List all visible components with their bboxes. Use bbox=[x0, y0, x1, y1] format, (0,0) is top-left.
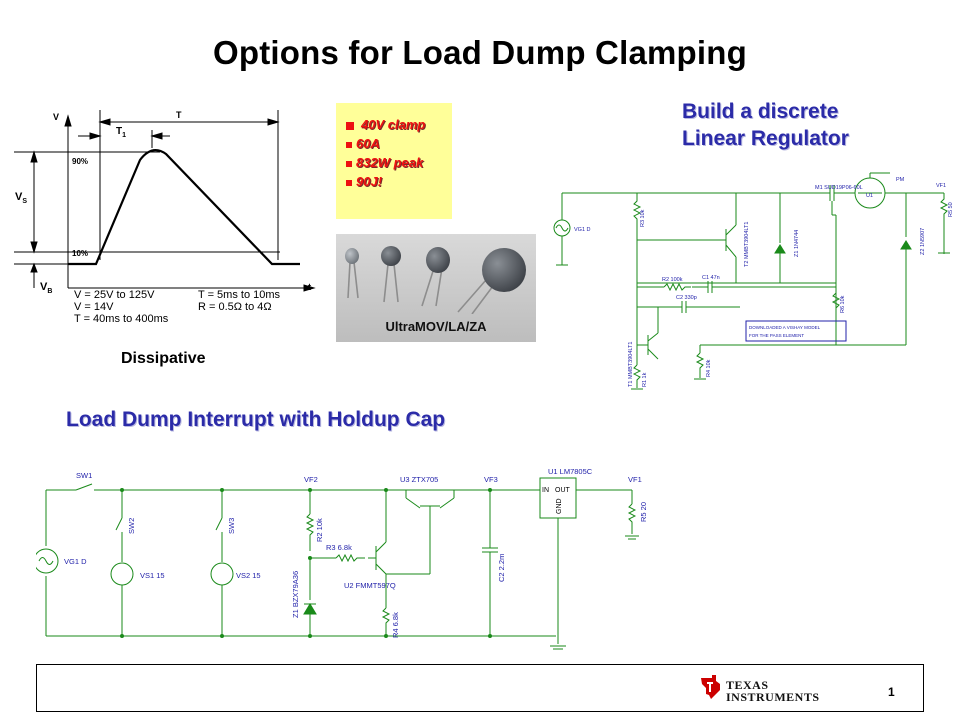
svg-text:VB: VB bbox=[40, 281, 52, 295]
load-dump-waveform: V t T T1 90% 10% VS VB V = 25V to 125V V… bbox=[14, 110, 316, 325]
waveform-90-label: 90% bbox=[72, 157, 88, 166]
reg-z2-label: Z2 1N5907 bbox=[920, 228, 926, 255]
discrete-regulator-schematic: VG1 D R3 10k T2 MMBT3904LT1 Z1 1N4744 M1… bbox=[553, 172, 954, 390]
svg-text:VS: VS bbox=[15, 191, 27, 205]
reg-r4-label: R4 10k bbox=[706, 359, 712, 377]
spec-T: T = 40ms to 400ms bbox=[74, 313, 169, 325]
footer-bar bbox=[36, 664, 924, 712]
mov-bullet: 40V clamp bbox=[346, 115, 452, 134]
int-c2-label: C2 2.2m bbox=[497, 554, 506, 582]
reg-r5-label: R5 50 bbox=[948, 202, 954, 217]
load-dump-interrupt-schematic: SW1 SW2 SW3 VG1 D VS1 15 VS2 15 VF2 R2 1… bbox=[36, 467, 648, 650]
int-vs1-label: VS1 15 bbox=[140, 571, 165, 580]
int-u1-out-label: OUT bbox=[555, 487, 571, 494]
ultramov-photo: UltraMOV/LA/ZA bbox=[336, 234, 536, 342]
spec-R: R = 0.5Ω to 4Ω bbox=[198, 301, 272, 313]
reg-note-line2: FOR THE PASS ELEMENT bbox=[749, 333, 804, 338]
waveform-10-label: 10% bbox=[72, 249, 88, 258]
dissipative-caption: Dissipative bbox=[121, 350, 206, 367]
mov-bullet: 90J! bbox=[346, 172, 452, 191]
int-u3-label: U3 ZTX705 bbox=[400, 475, 438, 484]
int-u1-label: U1 LM7805C bbox=[548, 467, 593, 476]
ti-logo-icon bbox=[701, 675, 720, 699]
spec-vs: V = 25V to 125V bbox=[74, 289, 155, 301]
spec-vb: V = 14V bbox=[74, 301, 114, 313]
reg-vg-label: VG1 D bbox=[574, 227, 591, 233]
mov-bullet: 832W peak bbox=[346, 153, 452, 172]
page-number: 1 bbox=[888, 685, 895, 699]
slide-title: Options for Load Dump Clamping bbox=[213, 34, 747, 71]
reg-note-line1: DOWNLOADED A VISHAY MODEL bbox=[749, 325, 821, 330]
varistor-illustration bbox=[345, 246, 526, 315]
waveform-T1-label: T bbox=[116, 126, 122, 137]
reg-r3-label: R3 10k bbox=[640, 209, 646, 227]
waveform-y-label: V bbox=[53, 112, 59, 122]
svg-text:T1: T1 bbox=[116, 126, 126, 139]
waveform-x-label: t bbox=[308, 282, 311, 292]
mov-bullet: 60A bbox=[346, 134, 452, 153]
int-u2-label: U2 FMMT597Q bbox=[344, 581, 396, 590]
reg-u1-label: U1 bbox=[866, 193, 873, 199]
int-r4-label: R4 6.8k bbox=[391, 612, 400, 638]
int-z1-label: Z1 BZX79A36 bbox=[291, 571, 300, 618]
int-sw3-label: SW3 bbox=[227, 518, 236, 534]
reg-vf1-label: VF1 bbox=[936, 183, 946, 189]
reg-t1-label: T1 MMBT3904LT1 bbox=[628, 342, 634, 387]
reg-c1-label: C1 47n bbox=[702, 275, 720, 281]
reg-m1-label: M1 SUD19P06-60L bbox=[815, 185, 863, 191]
int-u1-in-label: IN bbox=[542, 487, 549, 494]
int-vf3-label: VF3 bbox=[484, 475, 498, 484]
reg-r2-label: R2 100k bbox=[662, 277, 683, 283]
waveform-vb-label: V bbox=[40, 281, 48, 293]
regulator-heading: Build a discrete Linear Regulator bbox=[682, 100, 849, 150]
int-sw2-label: SW2 bbox=[127, 518, 136, 534]
waveform-T-label: T bbox=[176, 110, 182, 120]
reg-z1-label: Z1 1N4744 bbox=[794, 230, 800, 257]
int-sw1-label: SW1 bbox=[76, 471, 92, 480]
reg-t2-label: T2 MMBT3904LT1 bbox=[744, 222, 750, 267]
reg-pm-label: PM bbox=[896, 177, 905, 183]
reg-r6-label: R6 10k bbox=[840, 295, 846, 313]
int-r2-label: R2 10k bbox=[315, 518, 324, 542]
int-r5-label: R5 20 bbox=[639, 502, 648, 522]
interrupt-heading: Load Dump Interrupt with Holdup Cap bbox=[66, 408, 446, 431]
int-vf1-label: VF1 bbox=[628, 475, 642, 484]
reg-r1-label: R1 1k bbox=[642, 372, 648, 387]
reg-c2-label: C2 330p bbox=[676, 295, 697, 301]
int-r3-label: R3 6.8k bbox=[326, 543, 352, 552]
waveform-vs-label: V bbox=[15, 191, 23, 203]
ti-brand-text: TEXAS INSTRUMENTS bbox=[726, 678, 820, 704]
int-vg1-label: VG1 D bbox=[64, 557, 87, 566]
mov-spec-note: 40V clamp 60A 832W peak 90J! bbox=[336, 103, 452, 219]
int-vf2-label: VF2 bbox=[304, 475, 318, 484]
pulse-curve bbox=[68, 149, 300, 266]
int-vs2-label: VS2 15 bbox=[236, 571, 261, 580]
photo-caption: UltraMOV/LA/ZA bbox=[385, 319, 487, 334]
int-u1-gnd-label: GND bbox=[556, 498, 563, 514]
spec-T1: T = 5ms to 10ms bbox=[198, 289, 281, 301]
